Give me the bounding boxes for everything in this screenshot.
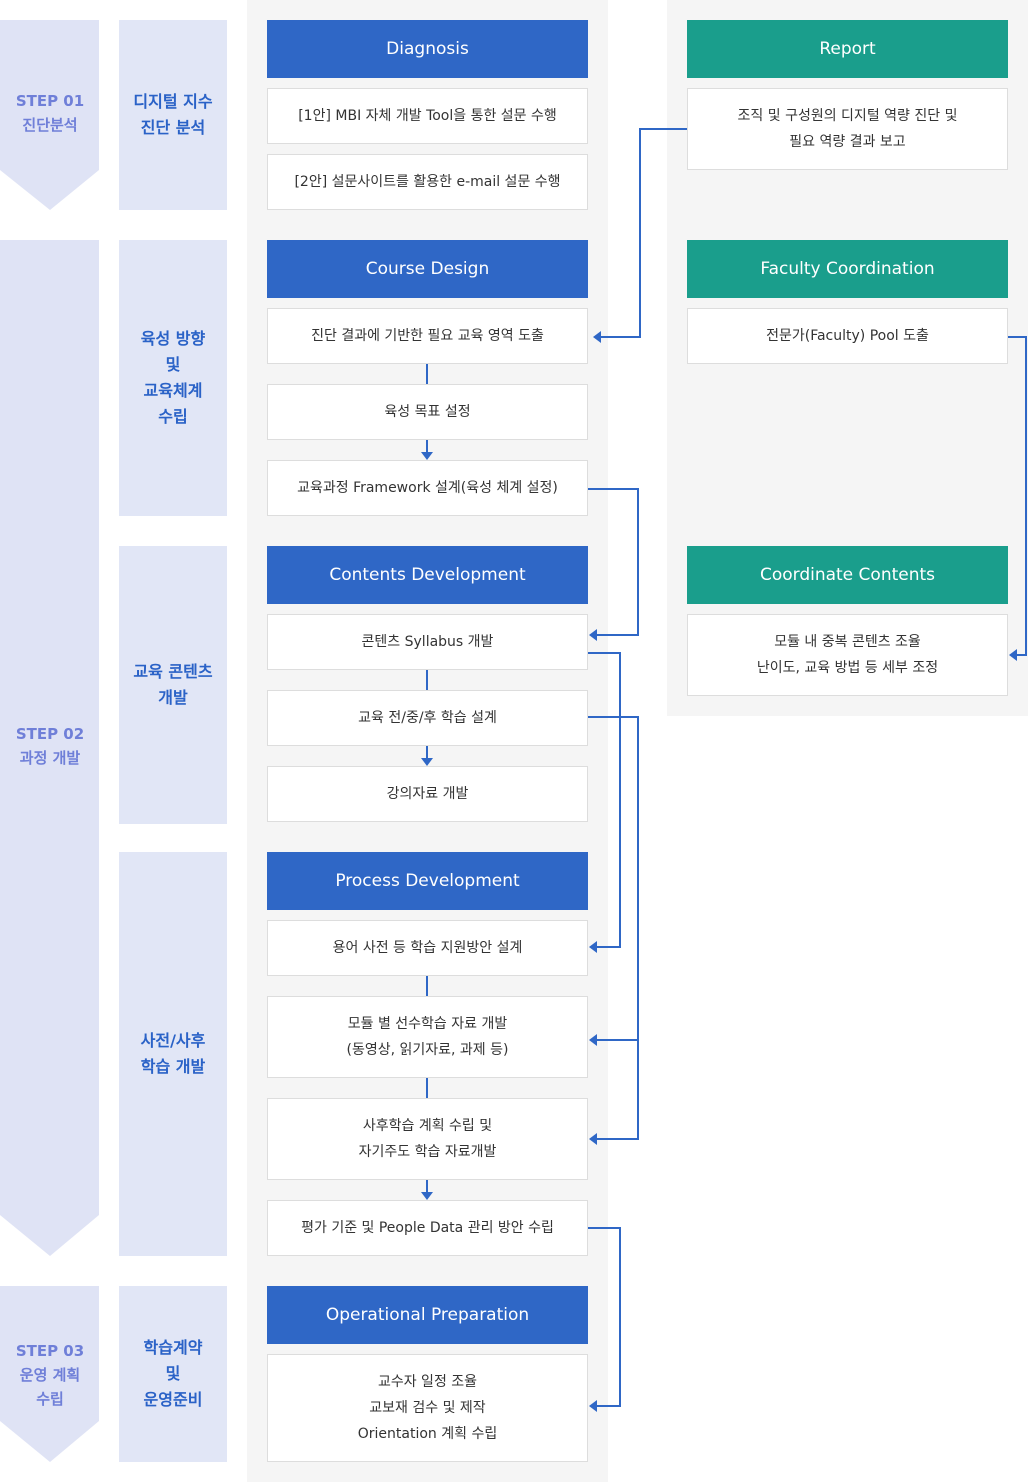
category-label: 디지털 지수 진단 분석 [133,92,213,137]
arrowhead [589,941,597,953]
step-02-label: STEP 02 과정 개발 [15,725,85,767]
process-development-header: Process Development [267,852,588,910]
diagnosis-item-2: [2안] 설문사이트를 활용한 e-mail 설문 수행 [267,154,588,210]
report-item-1: 조직 및 구성원의 디지털 역량 진단 및 필요 역량 결과 보고 [687,88,1008,170]
category-label: 육성 방향 및 교육체계 수립 [140,329,206,426]
arrowhead [421,758,433,766]
step-01-label: STEP 01 진단분석 [15,92,85,134]
process-development-item-2: 모듈 별 선수학습 자료 개발 (동영상, 읽기자료, 과제 등) [267,996,588,1078]
connector-report-to-course [600,128,687,338]
contents-development-header: Contents Development [267,546,588,604]
category-contents-development: 교육 콘텐츠 개발 [119,546,227,824]
category-label: 학습계약 및 운영준비 [143,1338,203,1409]
connector-evaluation-to-operation [588,1227,621,1407]
operational-preparation-header: Operational Preparation [267,1286,588,1344]
step-03-label: STEP 03 운영 계획 수립 [15,1342,85,1408]
arrowhead [421,1192,433,1200]
contents-development-item-1: 콘텐츠 Syllabus 개발 [267,614,588,670]
diagnosis-header: Diagnosis [267,20,588,78]
step-03-chevron [0,1286,99,1462]
course-design-item-2: 육성 목표 설정 [267,384,588,440]
category-pre-post-learning: 사전/사후 학습 개발 [119,852,227,1256]
diagnosis-item-1: [1안] MBI 자체 개발 Tool을 통한 설문 수행 [267,88,588,144]
connector-faculty-to-coordinate [1008,336,1027,656]
arrowhead [593,331,601,343]
course-design-item-3: 교육과정 Framework 설계(육성 체계 설정) [267,460,588,516]
category-training-direction: 육성 방향 및 교육체계 수립 [119,240,227,516]
connector-design-to-process [588,716,639,1140]
arrowhead [589,1400,597,1412]
report-header: Report [687,20,1008,78]
category-label: 사전/사후 학습 개발 [140,1031,206,1076]
coordinate-contents-header: Coordinate Contents [687,546,1008,604]
arrowhead [589,629,597,641]
connector-syllabus-to-glossary [588,652,621,948]
operational-preparation-item-1: 교수자 일정 조율 교보재 검수 및 제작 Orientation 계획 수립 [267,1354,588,1462]
category-operation-prep: 학습계약 및 운영준비 [119,1286,227,1462]
arrowhead [589,1034,597,1046]
arrowhead [589,1133,597,1145]
faculty-coordination-item-1: 전문가(Faculty) Pool 도출 [687,308,1008,364]
course-design-item-1: 진단 결과에 기반한 필요 교육 영역 도출 [267,308,588,364]
faculty-coordination-header: Faculty Coordination [687,240,1008,298]
connector-framework-to-syllabus [588,488,639,636]
contents-development-item-2: 교육 전/중/후 학습 설계 [267,690,588,746]
coordinate-contents-item-1: 모듈 내 중복 콘텐츠 조율 난이도, 교육 방법 등 세부 조정 [687,614,1008,696]
process-development-item-3: 사후학습 계획 수립 및 자기주도 학습 자료개발 [267,1098,588,1180]
step-01-chevron [0,20,99,210]
contents-development-item-3: 강의자료 개발 [267,766,588,822]
process-development-item-1: 용어 사전 등 학습 지원방안 설계 [267,920,588,976]
category-label: 교육 콘텐츠 개발 [133,662,213,707]
arrowhead [1009,649,1017,661]
course-design-header: Course Design [267,240,588,298]
category-digital-diagnosis: 디지털 지수 진단 분석 [119,20,227,210]
step-02-chevron [0,240,99,1256]
arrowhead [421,452,433,460]
process-development-item-4: 평가 기준 및 People Data 관리 방안 수립 [267,1200,588,1256]
